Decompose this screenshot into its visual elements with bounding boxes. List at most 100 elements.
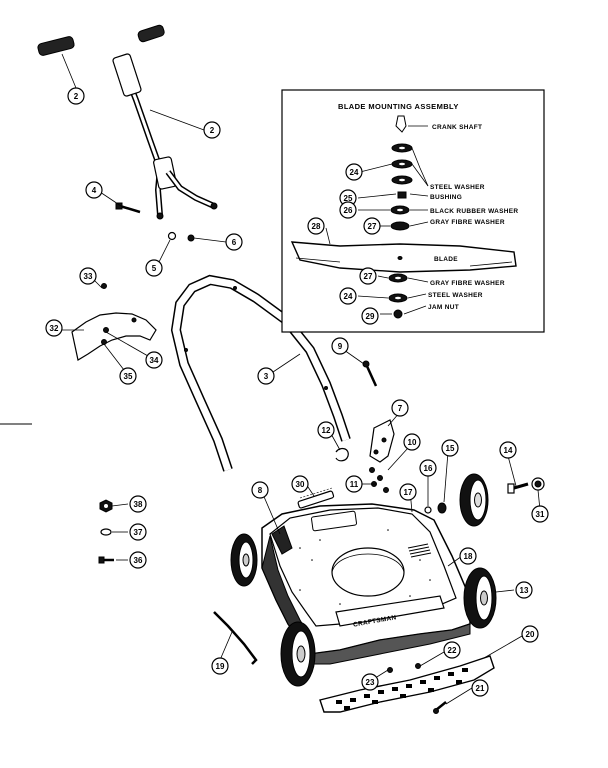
inset-callout-26: 26 xyxy=(339,201,357,219)
callout-31: 31 xyxy=(531,505,549,523)
hardware-37 xyxy=(100,528,112,536)
svg-text:2: 2 xyxy=(74,92,79,101)
svg-text:30: 30 xyxy=(296,480,305,489)
callout-13: 13 xyxy=(515,581,533,599)
label-gray-fibre-washer-bottom: GRAY FIBRE WASHER xyxy=(430,280,505,287)
svg-text:6: 6 xyxy=(232,238,237,247)
inset-title: BLADE MOUNTING ASSEMBLY xyxy=(338,102,459,111)
front-wheels xyxy=(280,567,497,687)
callout-7: 7 xyxy=(391,399,409,417)
callout-36: 36 xyxy=(129,551,147,569)
callout-5: 5 xyxy=(145,259,163,277)
callout-4: 4 xyxy=(85,181,103,199)
label-steel-washer-bottom: STEEL WASHER xyxy=(428,292,483,299)
inset-callout-24a: 24 xyxy=(345,163,363,181)
svg-text:27: 27 xyxy=(368,222,377,231)
callout-30: 30 xyxy=(291,475,309,493)
callout-17: 17 xyxy=(399,483,417,501)
svg-text:25: 25 xyxy=(344,194,353,203)
inset-callout-27a: 27 xyxy=(363,217,381,235)
callout-3: 3 xyxy=(257,367,275,385)
screw-21 xyxy=(433,701,447,714)
bolt-4 xyxy=(115,202,141,214)
callout-2a: 2 xyxy=(67,87,85,105)
inset-callout-24b: 24 xyxy=(339,287,357,305)
screw-9 xyxy=(362,360,378,387)
svg-text:4: 4 xyxy=(92,186,97,195)
svg-text:19: 19 xyxy=(216,662,225,671)
svg-text:3: 3 xyxy=(264,372,269,381)
callout-18: 18 xyxy=(459,547,477,565)
svg-text:33: 33 xyxy=(84,272,93,281)
svg-text:34: 34 xyxy=(150,356,159,365)
svg-text:7: 7 xyxy=(398,404,403,413)
inset-callout-28: 28 xyxy=(307,217,325,235)
bail-rod-19 xyxy=(213,611,258,665)
svg-text:10: 10 xyxy=(408,438,417,447)
svg-text:27: 27 xyxy=(364,272,373,281)
svg-text:20: 20 xyxy=(526,630,535,639)
callout-12: 12 xyxy=(317,421,335,439)
svg-text:35: 35 xyxy=(124,372,133,381)
handle-bracket xyxy=(369,419,395,463)
svg-text:29: 29 xyxy=(366,312,375,321)
label-jam-nut: JAM NUT xyxy=(428,304,459,311)
svg-text:12: 12 xyxy=(322,426,331,435)
svg-text:23: 23 xyxy=(366,678,375,687)
mower-deck xyxy=(230,503,471,665)
rear-flap-20 xyxy=(319,655,495,713)
svg-text:24: 24 xyxy=(350,168,359,177)
small-hardware xyxy=(369,467,389,493)
callout-32: 32 xyxy=(45,319,63,337)
callout-37: 37 xyxy=(129,523,147,541)
nut-5-and-6 xyxy=(101,231,195,289)
svg-text:24: 24 xyxy=(344,292,353,301)
label-crank-shaft: CRANK SHAFT xyxy=(432,124,482,131)
svg-text:31: 31 xyxy=(536,510,545,519)
svg-text:18: 18 xyxy=(464,552,473,561)
callout-23: 23 xyxy=(361,673,379,691)
svg-text:5: 5 xyxy=(152,264,157,273)
callout-34: 34 xyxy=(145,351,163,369)
callout-16: 16 xyxy=(419,459,437,477)
svg-text:21: 21 xyxy=(476,684,485,693)
screw-23 xyxy=(387,667,393,673)
inset-callout-29: 29 xyxy=(361,307,379,325)
callout-19: 19 xyxy=(211,657,229,675)
svg-text:22: 22 xyxy=(448,646,457,655)
svg-text:2: 2 xyxy=(210,126,215,135)
label-steel-washer: STEEL WASHER xyxy=(430,184,485,191)
washer-15 xyxy=(437,502,447,514)
upper-handle xyxy=(37,24,218,220)
callout-33: 33 xyxy=(79,267,97,285)
svg-text:28: 28 xyxy=(312,222,321,231)
callout-21: 21 xyxy=(471,679,489,697)
label-gray-fibre-washer-top: GRAY FIBRE WASHER xyxy=(430,219,505,226)
lower-handle xyxy=(170,274,351,472)
svg-text:38: 38 xyxy=(134,500,143,509)
svg-text:15: 15 xyxy=(446,444,455,453)
label-black-rubber-washer: BLACK RUBBER WASHER xyxy=(430,208,518,215)
callout-22: 22 xyxy=(443,641,461,659)
label-bushing: BUSHING xyxy=(430,194,462,201)
svg-text:8: 8 xyxy=(258,486,263,495)
callout-38: 38 xyxy=(129,495,147,513)
callout-8: 8 xyxy=(251,481,269,499)
svg-text:26: 26 xyxy=(344,206,353,215)
callout-15: 15 xyxy=(441,439,459,457)
wheel-14 xyxy=(459,473,489,527)
svg-text:11: 11 xyxy=(350,480,359,489)
svg-text:13: 13 xyxy=(520,586,529,595)
callout-14: 14 xyxy=(499,441,517,459)
callout-11: 11 xyxy=(345,475,363,493)
callout-20: 20 xyxy=(521,625,539,643)
svg-text:36: 36 xyxy=(134,556,143,565)
callout-9: 9 xyxy=(331,337,349,355)
svg-text:9: 9 xyxy=(338,342,343,351)
leader-lines xyxy=(61,53,541,705)
svg-text:14: 14 xyxy=(504,446,513,455)
callout-6: 6 xyxy=(225,233,243,251)
callout-2b: 2 xyxy=(203,121,221,139)
callout-35: 35 xyxy=(119,367,137,385)
callout-10: 10 xyxy=(403,433,421,451)
